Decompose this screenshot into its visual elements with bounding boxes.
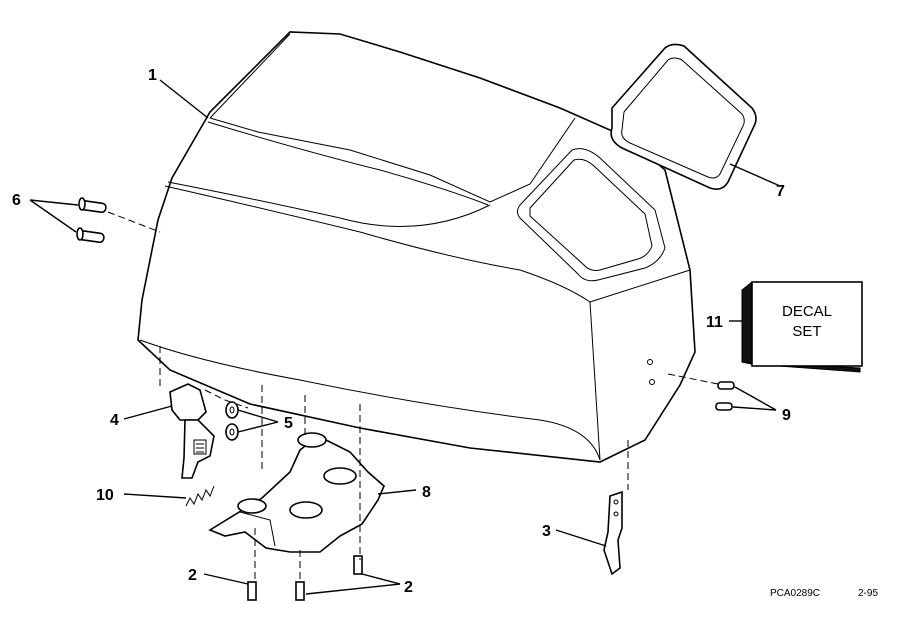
decal-line2: SET (792, 323, 821, 340)
callout-6: 6 (12, 192, 21, 209)
callout-2-right: 2 (404, 579, 413, 596)
decal-line1: DECAL (782, 303, 832, 320)
spring (185, 485, 215, 507)
window-trim (610, 43, 757, 190)
drawing-code: PCA0289C (770, 588, 820, 599)
screws-bottom (247, 555, 363, 601)
callout-5: 5 (284, 415, 293, 432)
callouts: 1 6 7 11 9 4 5 10 8 3 2 2 (12, 67, 791, 596)
callout-9: 9 (782, 407, 791, 424)
footer: PCA0289C 2-95 (770, 588, 878, 599)
assembly-lines (159, 346, 629, 580)
callout-4: 4 (110, 412, 119, 429)
callout-1: 1 (148, 67, 157, 84)
washers (225, 401, 239, 441)
drawing-date: 2-95 (858, 588, 878, 599)
latch (169, 383, 215, 479)
clip (603, 490, 623, 576)
callout-8: 8 (422, 484, 431, 501)
base-seal (208, 432, 385, 553)
engine-cover (137, 31, 696, 463)
pins (76, 197, 161, 244)
callout-10: 10 (96, 487, 114, 504)
callout-11: 11 (706, 314, 723, 331)
callout-7: 7 (776, 183, 785, 200)
leader-lines (29, 79, 781, 595)
callout-2-left: 2 (188, 567, 197, 584)
screws-right (667, 373, 735, 411)
decal-set: DECAL SET (741, 280, 863, 373)
callout-3: 3 (542, 523, 551, 540)
